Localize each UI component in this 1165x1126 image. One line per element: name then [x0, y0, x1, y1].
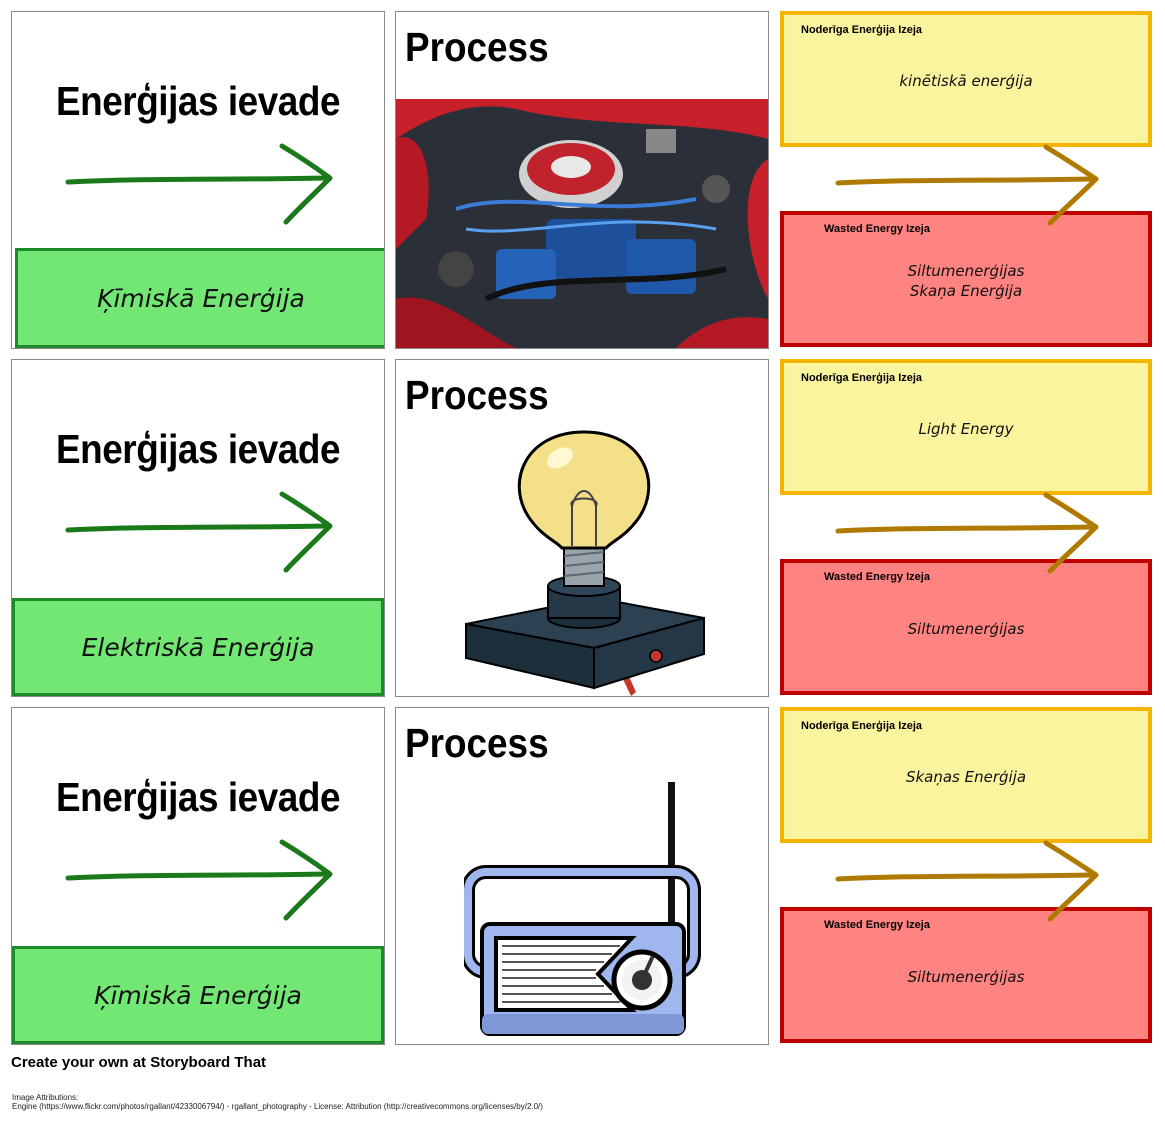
wasted-output-box: Wasted Energy Izeja Siltumenerģijas: [780, 907, 1152, 1043]
input-title: Enerģijas ievade: [55, 426, 341, 472]
wasted-output-box: Wasted Energy Izeja Siltumenerģijas Skaņ…: [780, 211, 1152, 347]
wasted-output-line: Skaņa Enerģija: [909, 282, 1023, 300]
brown-arrow-icon: [835, 492, 1099, 574]
attribution-heading: Image Attributions:: [12, 1093, 79, 1102]
radio-image: [464, 782, 701, 1036]
wasted-output-line: Siltumenerģijas: [907, 968, 1025, 986]
input-title: Enerģijas ievade: [55, 78, 341, 124]
useful-output-text: kinētiskā enerģija: [899, 72, 1033, 90]
input-cell-row-1: Enerģijas ievade Ķīmiskā Enerģija: [11, 11, 385, 349]
input-energy-text: Ķīmiskā Enerģija: [97, 283, 305, 313]
useful-output-box: Noderīga Enerģija Izeja kinētiskā enerģi…: [780, 11, 1152, 147]
process-cell-row-1: Process: [395, 11, 769, 349]
light-bulb-image: [465, 430, 705, 696]
output-cell-row-2: Noderīga Enerģija Izeja Light Energy Was…: [780, 359, 1152, 697]
green-arrow-icon: [65, 491, 333, 573]
wasted-output-line: Siltumenerģijas: [907, 620, 1025, 638]
input-title: Enerģijas ievade: [55, 774, 341, 820]
storyboard-footer-link[interactable]: Create your own at Storyboard That: [11, 1054, 267, 1071]
wasted-output-line: Siltumenerģijas: [907, 262, 1025, 280]
wasted-output-label: Wasted Energy Izeja: [824, 223, 930, 235]
useful-output-label: Noderīga Enerģija Izeja: [801, 720, 923, 732]
process-cell-row-3: Process: [395, 707, 769, 1045]
brown-arrow-icon: [835, 144, 1099, 226]
input-energy-box: Ķīmiskā Enerģija: [15, 248, 384, 348]
process-title: Process: [405, 372, 549, 418]
output-cell-row-1: Noderīga Enerģija Izeja kinētiskā enerģi…: [780, 11, 1152, 349]
input-energy-text: Elektriskā Enerģija: [81, 632, 315, 662]
wasted-output-text: Siltumenerģijas: [784, 967, 1148, 987]
green-arrow-icon: [65, 143, 333, 225]
attribution-line: Engine (https://www.flickr.com/photos/rg…: [12, 1102, 543, 1111]
input-energy-text: Ķīmiskā Enerģija: [94, 980, 302, 1010]
wasted-output-label: Wasted Energy Izeja: [824, 919, 930, 931]
car-engine-image: [396, 99, 768, 348]
useful-output-text: Light Energy: [918, 420, 1014, 438]
wasted-output-box: Wasted Energy Izeja Siltumenerģijas: [780, 559, 1152, 695]
process-cell-row-2: Process: [395, 359, 769, 697]
useful-output-box: Noderīga Enerģija Izeja Light Energy: [780, 359, 1152, 495]
useful-output-box: Noderīga Enerģija Izeja Skaņas Enerģija: [780, 707, 1152, 843]
wasted-output-label: Wasted Energy Izeja: [824, 571, 930, 583]
brown-arrow-icon: [835, 840, 1099, 922]
useful-output-text: Skaņas Enerģija: [905, 768, 1027, 786]
input-cell-row-2: Enerģijas ievade Elektriskā Enerģija: [11, 359, 385, 697]
useful-output-label: Noderīga Enerģija Izeja: [801, 24, 923, 36]
green-arrow-icon: [65, 839, 333, 921]
input-energy-box: Ķīmiskā Enerģija: [12, 946, 384, 1044]
wasted-output-text: Siltumenerģijas Skaņa Enerģija: [784, 261, 1148, 301]
output-cell-row-3: Noderīga Enerģija Izeja Skaņas Enerģija …: [780, 707, 1152, 1045]
useful-output-label: Noderīga Enerģija Izeja: [801, 372, 923, 384]
input-energy-box: Elektriskā Enerģija: [12, 598, 384, 696]
input-cell-row-3: Enerģijas ievade Ķīmiskā Enerģija: [11, 707, 385, 1045]
process-title: Process: [405, 720, 549, 766]
wasted-output-text: Siltumenerģijas: [784, 619, 1148, 639]
process-title: Process: [405, 24, 549, 70]
